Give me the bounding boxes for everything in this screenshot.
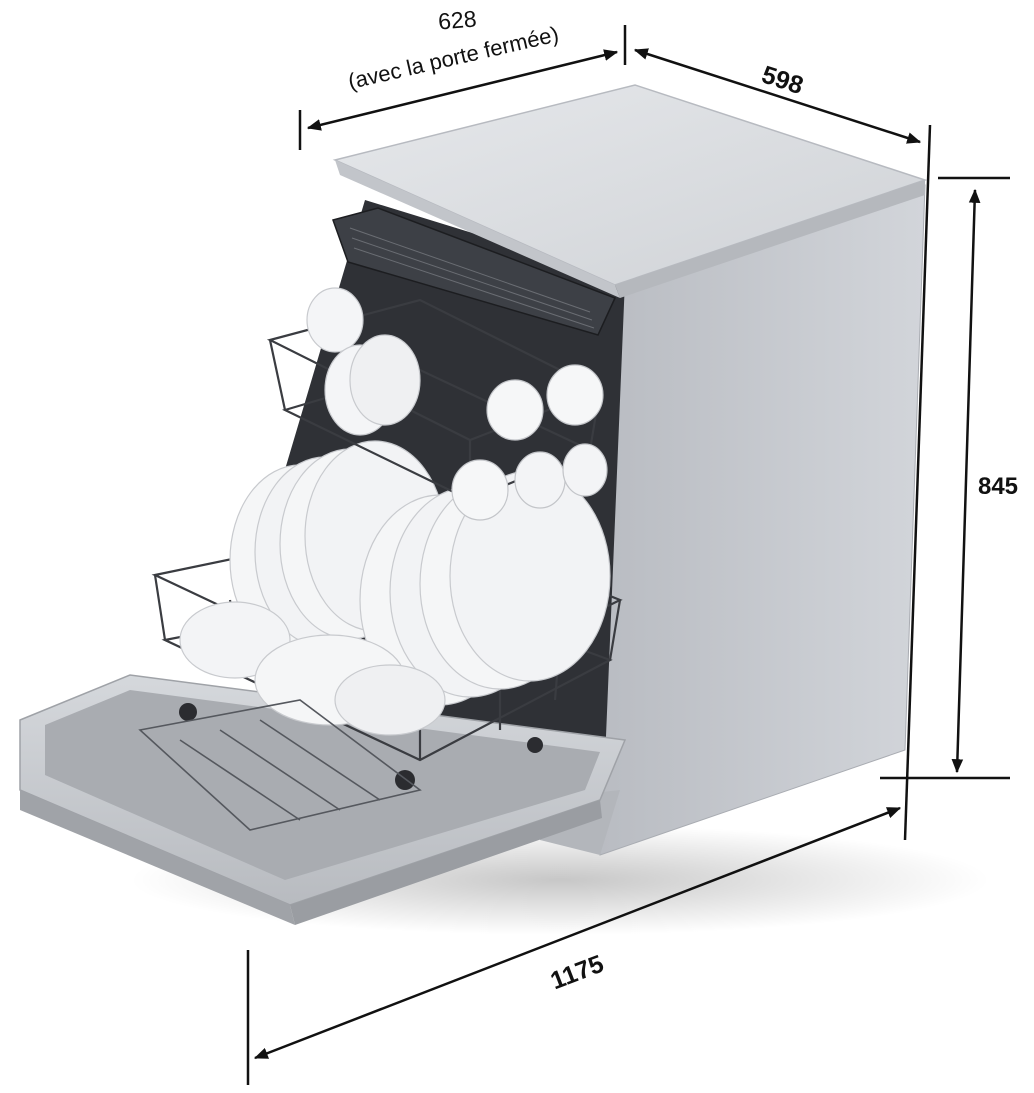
bowls-lower	[179, 601, 446, 736]
dimension-lines	[246, 25, 1010, 1085]
top-panel-edge-right	[615, 180, 925, 298]
cutlery-tray-slats	[349, 227, 595, 329]
label-1175: 1175	[547, 950, 608, 996]
dimension-arrow-628	[306, 49, 619, 131]
saucers-upper	[306, 287, 421, 436]
rack-wheels	[179, 703, 543, 790]
height-reference-line	[903, 124, 932, 841]
dimension-arrow-845	[951, 188, 981, 774]
top-panel-edge	[335, 160, 620, 298]
label-845: 845	[978, 473, 1018, 500]
label-598: 598	[758, 61, 806, 101]
dishwasher-illustration	[19, 84, 928, 925]
door-basket	[138, 699, 422, 831]
dimension-arrow-1175	[253, 806, 902, 1060]
label-628-value: 628	[437, 5, 477, 34]
dimension-arrow-598	[633, 48, 922, 144]
door-edge	[20, 790, 295, 925]
cups-upper	[451, 364, 608, 521]
